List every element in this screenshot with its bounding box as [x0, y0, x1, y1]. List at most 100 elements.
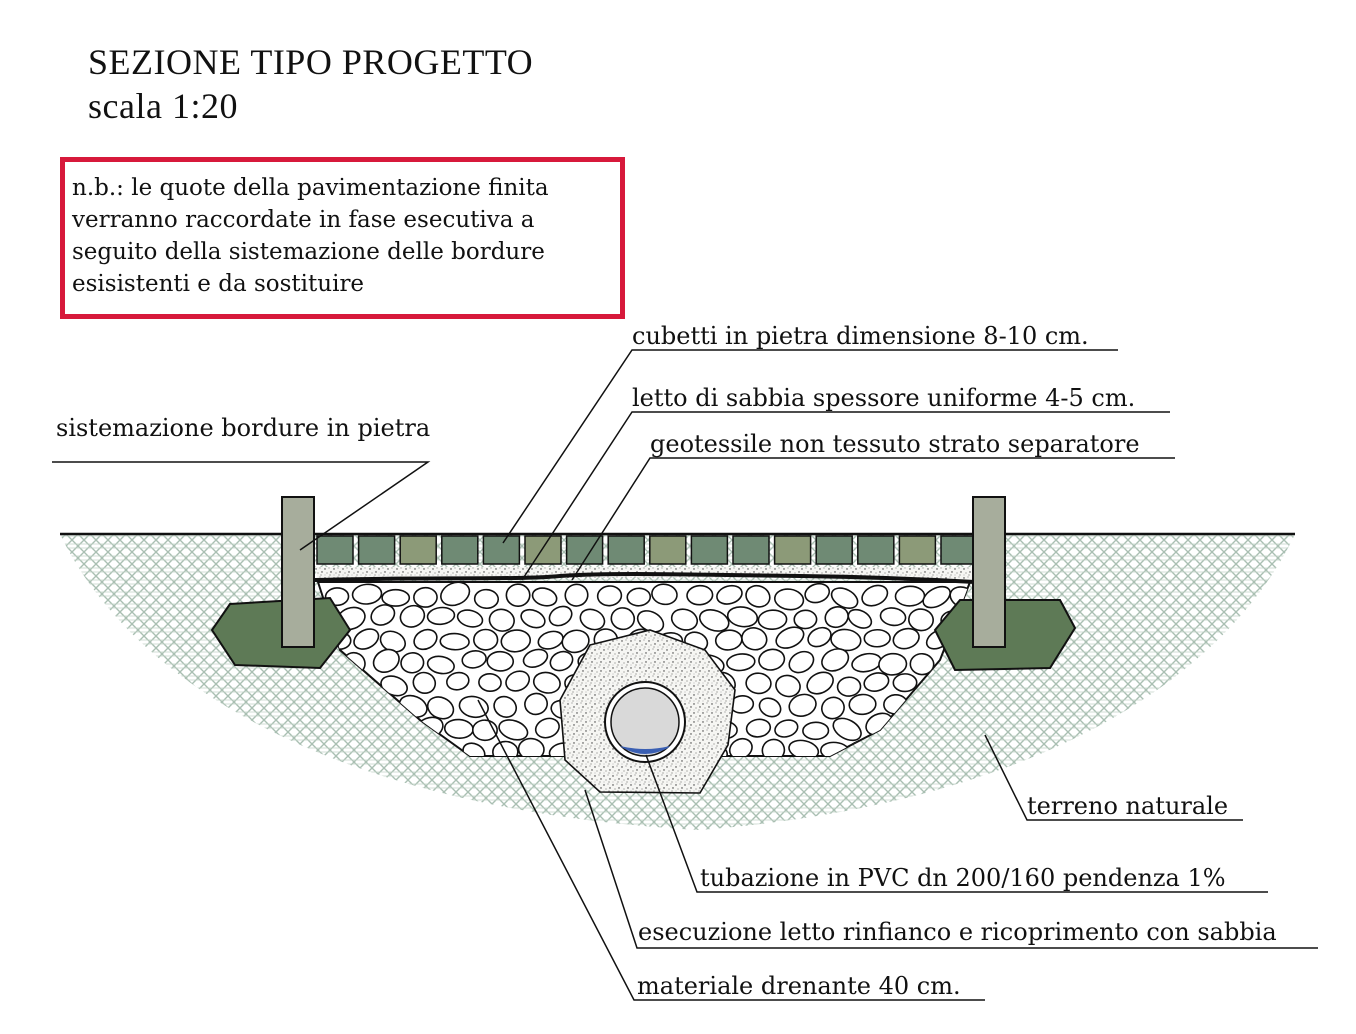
gravel-stone: [832, 717, 862, 742]
stone-cube: [607, 535, 645, 565]
stone-cube: [357, 535, 396, 565]
gravel-stone: [821, 648, 850, 672]
leader-drenante: [477, 699, 985, 1001]
gravel-stone: [522, 648, 549, 668]
note-line-4: esisistenti e da sostituire: [72, 271, 365, 297]
pvc-pipe-inner: [610, 687, 680, 757]
gravel-stone: [686, 584, 714, 606]
gravel-stone: [440, 582, 471, 607]
gravel-stone: [761, 738, 786, 756]
gravel-stone: [909, 652, 935, 676]
leader-geotessile: [571, 457, 1175, 581]
gravel-stone: [847, 608, 873, 629]
gravel-stone: [758, 648, 786, 671]
gravel-stone: [698, 608, 730, 632]
label-rinfianco: esecuzione letto rinfianco e ricopriment…: [638, 918, 1277, 946]
gravel-stone: [716, 584, 743, 605]
label-tubazione: tubazione in PVC dn 200/160 pendenza 1%: [700, 864, 1226, 892]
gravel-stone: [426, 606, 456, 626]
stone-cube: [773, 535, 812, 565]
gravel-stone: [473, 588, 500, 610]
stone-cubes: [316, 535, 978, 565]
right-curb: [972, 496, 1006, 648]
leader-rinfianco: [584, 789, 1318, 949]
gravel-stone: [892, 627, 920, 650]
gravel-stone: [894, 585, 926, 607]
gravel-stone: [500, 629, 532, 653]
gravel-stone: [381, 588, 411, 607]
gravel-stone: [741, 627, 768, 651]
gravel-stone: [836, 676, 862, 697]
gravel-stone: [788, 693, 817, 717]
label-drenante: materiale drenante 40 cm.: [637, 972, 961, 1000]
gravel-stone: [758, 697, 782, 718]
stone-cube: [482, 535, 521, 565]
gravel-stone: [456, 609, 484, 628]
gravel-stone: [745, 584, 771, 608]
gravel-stone: [745, 718, 772, 738]
gravel-stone: [478, 673, 502, 693]
gravel-stone: [353, 628, 380, 650]
note-box: n.b.: le quote della pavimentazione fini…: [60, 157, 625, 319]
gravel-stone: [524, 692, 549, 716]
gravel-stone: [579, 608, 606, 631]
stone-cube: [399, 535, 437, 565]
gravel-stone: [863, 628, 891, 648]
leader-cubetti: [502, 349, 1118, 544]
gravel-stone: [399, 604, 426, 628]
gravel-stone: [505, 583, 531, 607]
label-geotessile: geotessile non tessuto strato separatore: [650, 430, 1140, 458]
gravel-stone: [745, 672, 772, 695]
gravel-stone: [807, 626, 832, 648]
gravel-stone: [493, 695, 518, 718]
gravel-stone: [461, 650, 487, 669]
label-bordure: sistemazione bordure in pietra: [56, 414, 431, 442]
pipe-water: [620, 746, 670, 754]
gravel-stone: [380, 675, 408, 697]
stone-cube: [524, 535, 562, 565]
gravel-stone: [534, 717, 560, 739]
label-letto-sabbia: letto di sabbia spessore uniforme 4-5 cm…: [632, 384, 1136, 412]
gravel-stone: [879, 607, 907, 627]
title-line-2: scala 1:20: [88, 86, 238, 126]
gravel-stone: [878, 652, 908, 676]
gravel-stone: [908, 608, 934, 632]
gravel-stone: [651, 583, 678, 606]
gravel-stone: [806, 671, 834, 695]
note-line-1: n.b.: le quote della pavimentazione fini…: [72, 175, 549, 201]
gravel-stone: [372, 648, 400, 674]
gravel-stone: [517, 737, 545, 756]
gravel-stone: [804, 582, 831, 604]
gravel-stone: [531, 587, 558, 607]
gravel-stone: [486, 650, 515, 672]
leader-bordure: [52, 461, 431, 551]
stone-cube: [815, 535, 853, 565]
stone-cube: [857, 535, 895, 565]
gravel-stone: [413, 628, 438, 651]
gravel-stone: [670, 608, 699, 631]
gravel-stone: [413, 586, 438, 608]
gravel-stone: [473, 628, 499, 651]
gravel-stone: [520, 608, 546, 629]
gravel-stone: [532, 671, 561, 694]
stone-cube: [732, 535, 770, 565]
gravel-stone: [537, 630, 564, 650]
title-line-1: SEZIONE TIPO PROGETTO: [88, 42, 534, 82]
note-line-2: verranno raccordate in fase esecutiva a: [72, 207, 535, 233]
gravel-stone: [773, 588, 805, 611]
leader-letto-sabbia: [521, 411, 1170, 581]
gravel-stone: [488, 608, 515, 632]
gravel-stone: [728, 737, 753, 756]
gravel-stone: [596, 585, 623, 607]
gravel-stone: [564, 583, 589, 607]
gravel-stone: [788, 739, 820, 756]
gravel-stone: [821, 696, 845, 720]
gravel-stone: [830, 587, 859, 609]
gravel-stone: [548, 605, 573, 627]
note-line-3: seguito della sistemazione delle bordure: [72, 239, 545, 265]
gravel-stone: [400, 652, 425, 674]
stone-cube: [441, 535, 479, 565]
geotextile-line: [314, 571, 976, 584]
leader-terreno: [984, 734, 1243, 821]
gravel-stone: [446, 671, 470, 691]
